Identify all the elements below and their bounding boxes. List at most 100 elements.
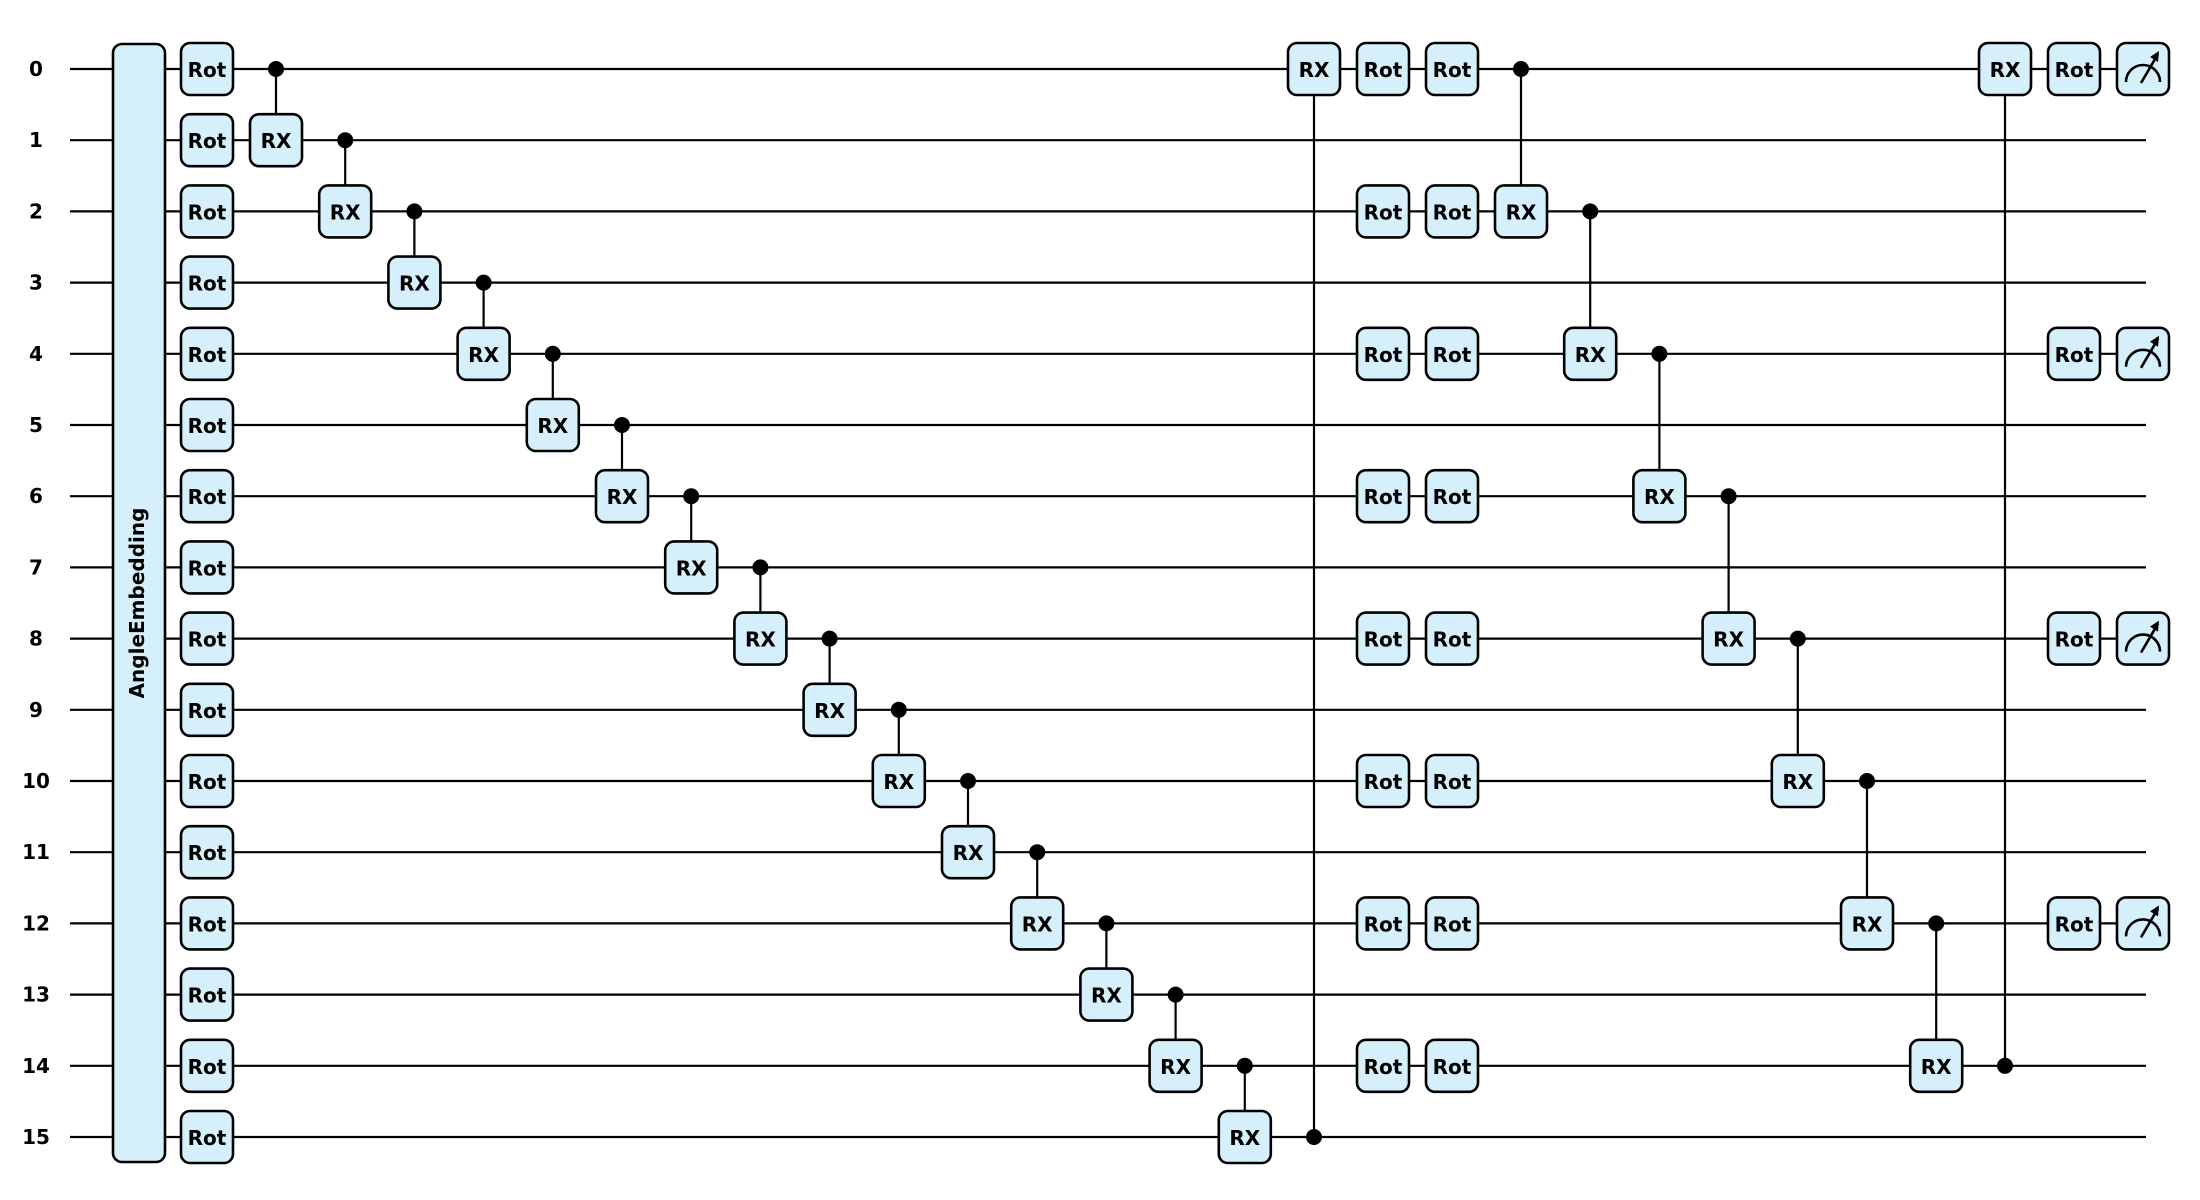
crx-l1-3-rx-box <box>456 326 511 382</box>
crx-l1-7-control-dot <box>752 559 769 576</box>
angle-embedding-label: AngleEmbedding <box>125 508 149 699</box>
rot-l2a-w10-box <box>1355 753 1411 809</box>
wire-label-13: 13 <box>22 983 50 1007</box>
wire-label-12: 12 <box>22 911 50 935</box>
rot-l1-w7-label: Rot <box>188 556 227 580</box>
crx-l2-1-rx-box <box>1562 326 1618 382</box>
rot-l1-w2-label: Rot <box>188 200 227 224</box>
wire-label-4: 4 <box>29 342 43 366</box>
crx-l1-12-rx: RX <box>1079 967 1134 1022</box>
rot-l1-w0: Rot <box>179 41 235 97</box>
crx-l1-13-rx: RX <box>1148 1038 1203 1094</box>
rot-final-w4-box <box>2046 326 2102 382</box>
crx-l2-7-rx-box <box>1977 41 2033 97</box>
rot-l1-w6: Rot <box>179 468 235 524</box>
rot-l1-w9: Rot <box>179 682 235 738</box>
crx-l2-4-rx-label: RX <box>1782 770 1813 794</box>
crx-l1-10-control-dot <box>960 773 976 789</box>
rot-l1-w9-label: Rot <box>188 699 227 723</box>
crx-l2-0-rx-label: RX <box>1506 200 1537 224</box>
meter-icon-w8-needle-tip <box>2150 620 2159 632</box>
rot-l2b-w12-label: Rot <box>1433 912 1472 936</box>
rot-l2b-w12: Rot <box>1424 896 1480 951</box>
crx-l1-0-rx-box <box>248 112 304 168</box>
meter-icon-w4 <box>2115 326 2171 382</box>
rot-l1-w11-box <box>179 824 235 880</box>
crx-l1-0-rx-label: RX <box>261 129 292 153</box>
rot-l1-w3-box <box>179 255 235 310</box>
rot-l1-w1-label: Rot <box>188 129 227 153</box>
rot-l2b-w10-box <box>1424 753 1480 809</box>
rot-final-w12: Rot <box>2046 896 2102 951</box>
crx-l1-4-rx: RX <box>525 397 581 453</box>
rot-l2b-w6-box <box>1424 468 1480 524</box>
meter-icon-w4-arc <box>2124 348 2162 367</box>
rot-l1-w13: Rot <box>179 967 235 1022</box>
crx-l1-6-control-dot <box>683 488 700 505</box>
angle-embedding-box <box>111 42 167 1164</box>
rot-l2a-w10: Rot <box>1355 753 1411 809</box>
crx-l1-11-control-dot <box>1029 844 1046 861</box>
crx-l1-11-rx-box <box>1009 896 1065 951</box>
rot-l1-w4-box <box>179 326 235 382</box>
rot-l2b-w8-label: Rot <box>1433 628 1472 652</box>
angle-embedding: AngleEmbedding <box>111 42 167 1164</box>
gates: RotRotRotRotRotRotRotRotRotRotRotRotRotR… <box>179 41 2171 1165</box>
crx-l1-14-rx-box <box>1217 1109 1273 1165</box>
crx-l2-0-rx: RX <box>1493 184 1549 239</box>
crx-l1-12-rx-label: RX <box>1091 984 1122 1008</box>
rot-l2a-w4-box <box>1355 326 1411 382</box>
rot-l2b-w4-label: Rot <box>1433 343 1472 367</box>
rot-l2a-w0-box <box>1355 41 1411 97</box>
rot-l2b-w14-label: Rot <box>1433 1055 1472 1079</box>
crx-l1-12-control-dot <box>1098 915 1115 932</box>
rot-final-w12-label: Rot <box>2055 912 2094 936</box>
crx-l1-7-rx: RX <box>733 611 788 666</box>
rot-l1-w0-label: Rot <box>188 58 227 82</box>
rot-l1-w0-box <box>179 41 235 97</box>
wire-label-0: 0 <box>29 57 43 81</box>
rot-final-w4: Rot <box>2046 326 2102 382</box>
crx-l1-7-rx-box <box>733 611 788 666</box>
crx-l1-1-rx: RX <box>317 184 373 239</box>
rot-l1-w2-box <box>179 184 235 239</box>
wire-label-5: 5 <box>29 413 43 437</box>
meter-icon-w8-arc <box>2124 633 2162 652</box>
crx-l1-15-rx-label: RX <box>1299 58 1330 82</box>
rot-l1-w9-box <box>179 682 235 738</box>
rot-l2a-w2: Rot <box>1355 184 1411 239</box>
rot-final-w8-label: Rot <box>2055 628 2094 652</box>
rot-l1-w5-label: Rot <box>188 414 227 438</box>
wire-label-7: 7 <box>29 555 43 579</box>
rot-l1-w10: Rot <box>179 753 235 809</box>
crx-l1-9-rx-label: RX <box>883 770 914 794</box>
crx-l2-5-rx: RX <box>1839 896 1895 951</box>
rot-l2a-w8: Rot <box>1355 611 1411 666</box>
rot-final-w8-box <box>2046 611 2102 666</box>
crx-l1-15-control-dot <box>1306 1129 1322 1145</box>
wire-label-11: 11 <box>22 840 50 864</box>
rot-l1-w8: Rot <box>179 611 235 666</box>
crx-l2-7-rx-label: RX <box>1990 58 2021 82</box>
rot-l1-w10-box <box>179 753 235 809</box>
crx-l1-5-control-dot <box>614 417 630 433</box>
rot-final-w4-label: Rot <box>2055 343 2094 367</box>
rot-l1-w14-box <box>179 1038 235 1094</box>
crx-l1-8-control-dot <box>821 630 838 647</box>
crx-l1-2-rx: RX <box>387 255 442 310</box>
wire-label-10: 10 <box>22 769 50 793</box>
crx-l2-0-rx-box <box>1493 184 1549 239</box>
crx-l1-1-rx-box <box>317 184 373 239</box>
crx-l2-1-rx-label: RX <box>1575 343 1606 367</box>
meter-icon-w0 <box>2115 41 2171 97</box>
crx-l1-8-rx: RX <box>802 682 857 738</box>
crx-l2-0-control-dot <box>1513 61 1529 77</box>
crx-l2-3-rx-label: RX <box>1713 628 1744 652</box>
crx-l2-2-rx-box <box>1632 468 1687 524</box>
crx-l1-13-control-dot <box>1167 986 1184 1003</box>
rot-l2b-w10: Rot <box>1424 753 1480 809</box>
rot-l2a-w12: Rot <box>1355 896 1411 951</box>
rot-l1-w8-label: Rot <box>188 628 227 652</box>
meter-icon-w8 <box>2115 611 2171 666</box>
